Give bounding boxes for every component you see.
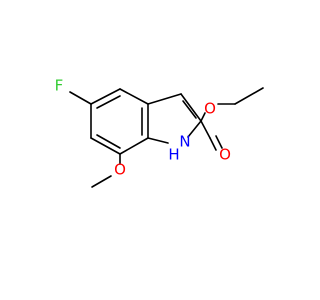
fluorine-atom-label: F <box>55 77 64 95</box>
carbonyl-oxygen-atom-label: O <box>219 146 231 164</box>
bond-c3-c2-inner <box>182 100 197 119</box>
benzene-ring <box>90 88 149 155</box>
bond-c6-c7 <box>119 137 149 155</box>
bond-c3a-c3 <box>147 93 182 105</box>
bond-c2-carbonyl-c <box>200 120 211 139</box>
pyrrole-ring <box>147 93 202 144</box>
molecule-canvas: F N H O O O <box>54 76 264 188</box>
bond-ch2-ch3 <box>234 87 264 105</box>
bond-c3-c2 <box>180 93 202 122</box>
methoxy-oxygen-atom-label: O <box>114 161 126 179</box>
ester-group <box>200 87 264 151</box>
bond-c5-c6 <box>90 137 121 155</box>
ester-ether-oxygen-atom-label: O <box>204 100 216 118</box>
bond-carbonyl-c-o <box>209 137 217 151</box>
bond-c5-c6-inner <box>96 134 121 149</box>
bond-c2-n1 <box>187 120 202 138</box>
bond-carbonyl-c-o-second <box>215 135 223 149</box>
molecule-structure: F N H O O O <box>55 77 264 188</box>
bond-c3a-c4 <box>90 88 121 105</box>
bond-o-ch3 <box>91 175 112 188</box>
bond-c7a-c3a <box>119 88 149 105</box>
ring-nitrogen-hydrogen-label: H <box>168 146 179 164</box>
bond-n1-c7a <box>147 137 169 144</box>
bond-c3a-c4-inner <box>96 95 121 109</box>
bond-c4-f <box>69 91 92 105</box>
ring-nitrogen-atom-label: N <box>179 133 190 151</box>
bond-c2-ester-o <box>200 112 206 122</box>
